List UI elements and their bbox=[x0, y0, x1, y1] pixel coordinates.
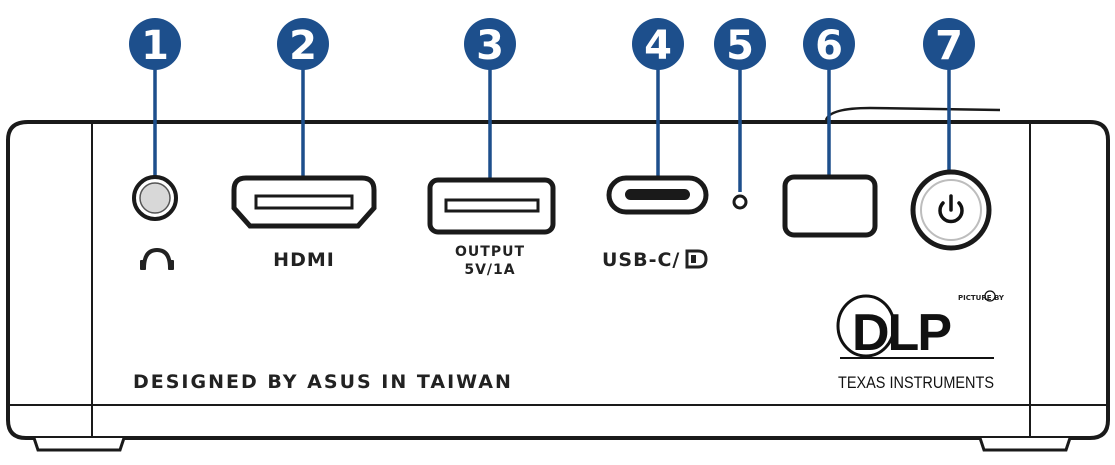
displayport-icon bbox=[685, 249, 708, 269]
callout-number: 2 bbox=[289, 23, 317, 69]
maker-text: DESIGNED BY ASUS IN TAIWAN bbox=[133, 371, 513, 393]
callout-7: 7 bbox=[923, 18, 975, 70]
callout-3: 3 bbox=[464, 18, 516, 70]
callout-4: 4 bbox=[632, 18, 684, 70]
hdmi-label: HDMI bbox=[273, 249, 335, 271]
callout-number: 4 bbox=[644, 23, 672, 69]
usb-c-port bbox=[606, 175, 709, 215]
dlp-logo-top-text: PICTURE BY bbox=[958, 294, 1005, 302]
ir-receiver-window bbox=[782, 174, 878, 238]
callout-number: 6 bbox=[815, 23, 843, 69]
hdmi-port bbox=[231, 175, 377, 229]
power-icon bbox=[938, 194, 964, 224]
dlp-logo-main-text: DLP bbox=[852, 304, 950, 362]
callout-6: 6 bbox=[803, 18, 855, 70]
usb-c-label: USB-C/ bbox=[602, 249, 680, 271]
usb-output-port bbox=[427, 177, 556, 235]
callout-5: 5 bbox=[714, 18, 766, 70]
output-label: OUTPUT bbox=[455, 244, 525, 260]
dlp-logo-bottom-text: TEXAS INSTRUMENTS bbox=[838, 373, 994, 392]
leader-lines bbox=[153, 60, 951, 192]
callout-number: 1 bbox=[141, 23, 169, 69]
callout-number: 3 bbox=[476, 23, 504, 69]
headphone-icon bbox=[140, 247, 174, 270]
dlp-logo: PICTURE BY DLP TEXAS INSTRUMENTS bbox=[836, 290, 1005, 392]
callout-2: 2 bbox=[277, 18, 329, 70]
callout-1: 1 bbox=[129, 18, 181, 70]
output-rating-label: 5V/1A bbox=[464, 262, 515, 278]
audio-jack bbox=[132, 175, 178, 221]
callout-number: 5 bbox=[726, 23, 754, 69]
device-body bbox=[6, 106, 1110, 452]
led-indicator bbox=[732, 194, 748, 210]
callout-number: 7 bbox=[935, 23, 963, 69]
